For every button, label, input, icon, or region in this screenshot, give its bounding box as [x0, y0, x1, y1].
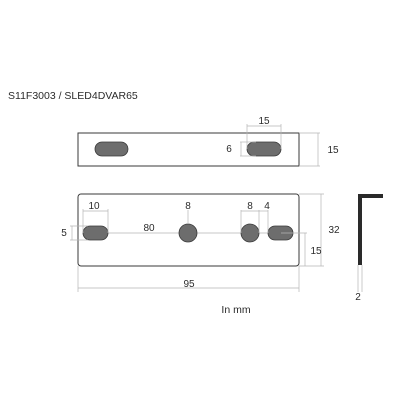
dim-front-hole-middle: 8: [185, 201, 191, 212]
unit-note: In mm: [221, 304, 250, 316]
dim-front-total-height: 32: [328, 225, 340, 236]
front-hole-right: [240, 223, 260, 243]
dim-front-total-width: 95: [183, 279, 195, 290]
top-view: 15 6 15: [77, 116, 339, 167]
front-slot-left: [82, 225, 109, 241]
front-view: 10 5 80 8 8 4 32 15 95: [61, 193, 340, 292]
dim-front-lower-height: 15: [310, 246, 322, 257]
dim-front-slot-length: 10: [88, 201, 100, 212]
top-slot-left: [94, 141, 129, 157]
dim-top-slot-length: 15: [258, 116, 270, 127]
profile-view: 2: [355, 194, 383, 303]
top-slot-right: [246, 141, 282, 157]
dim-front-hole-spacing: 80: [143, 223, 155, 234]
front-hole-middle: [178, 223, 198, 243]
dim-front-slot-height: 5: [61, 228, 67, 239]
dim-top-slot-height: 6: [226, 144, 232, 155]
dim-front-hole-right: 8: [247, 201, 253, 212]
dim-front-gap: 4: [264, 201, 270, 212]
l-profile: [358, 194, 383, 265]
dim-top-plate-height: 15: [327, 145, 339, 156]
part-code-title: S11F3003 / SLED4DVAR65: [8, 90, 138, 102]
dim-profile-thickness: 2: [355, 292, 361, 303]
